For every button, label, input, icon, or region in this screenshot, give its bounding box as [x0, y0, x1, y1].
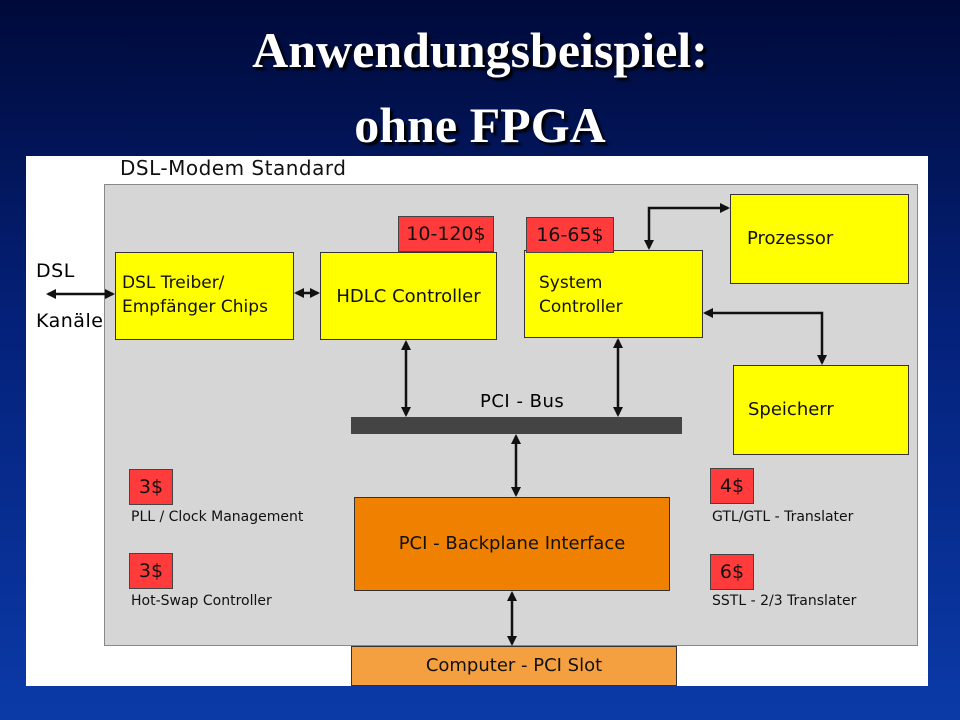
pci-bus-label: PCI - Bus [480, 391, 565, 412]
processor-box: Prozessor [730, 194, 909, 284]
memory-box: Speicherr [733, 365, 909, 455]
modem-frame-title: DSL-Modem Standard [120, 156, 347, 180]
memory-label: Speicherr [748, 399, 834, 420]
system-controller-box: System Controller [524, 250, 703, 338]
hdlc-controller-label: HDLC Controller [336, 286, 481, 307]
price-pll: 3$ [129, 469, 173, 505]
system-controller-line1: System [539, 273, 603, 293]
price-sstl: 6$ [710, 554, 754, 590]
diagram-panel: DSL-Modem Standard DSL Kanäle DSL Treibe… [26, 156, 928, 686]
price-hdlc: 10-120$ [398, 216, 494, 252]
price-hotswap: 3$ [129, 553, 173, 589]
note-hotswap: Hot-Swap Controller [131, 593, 272, 609]
pci-slot-label: Computer - PCI Slot [425, 655, 603, 676]
dsl-driver-line2: Empfänger Chips [122, 297, 268, 317]
hdlc-controller-box: HDLC Controller [320, 252, 497, 340]
slide-title-line1: Anwendungsbeispiel: [252, 22, 708, 78]
note-pll: PLL / Clock Management [131, 509, 304, 525]
pci-bus-bar [351, 417, 682, 434]
note-gtl: GTL/GTL - Translater [712, 509, 854, 525]
dsl-label: DSL [36, 260, 75, 282]
backplane-interface-label: PCI - Backplane Interface [398, 533, 626, 554]
dsl-driver-line1: DSL Treiber/ [122, 273, 225, 293]
dsl-driver-box: DSL Treiber/ Empfänger Chips [115, 252, 294, 340]
note-sstl: SSTL - 2/3 Translater [712, 593, 857, 609]
kanaele-label: Kanäle [36, 310, 104, 332]
backplane-interface-box: PCI - Backplane Interface [354, 497, 670, 591]
slide-title-line2: ohne FPGA [354, 97, 606, 153]
processor-label: Prozessor [747, 228, 834, 249]
price-system-controller: 16-65$ [526, 217, 614, 253]
system-controller-line2: Controller [539, 297, 623, 317]
price-gtl: 4$ [710, 468, 754, 504]
pci-slot-box: Computer - PCI Slot [351, 646, 677, 686]
